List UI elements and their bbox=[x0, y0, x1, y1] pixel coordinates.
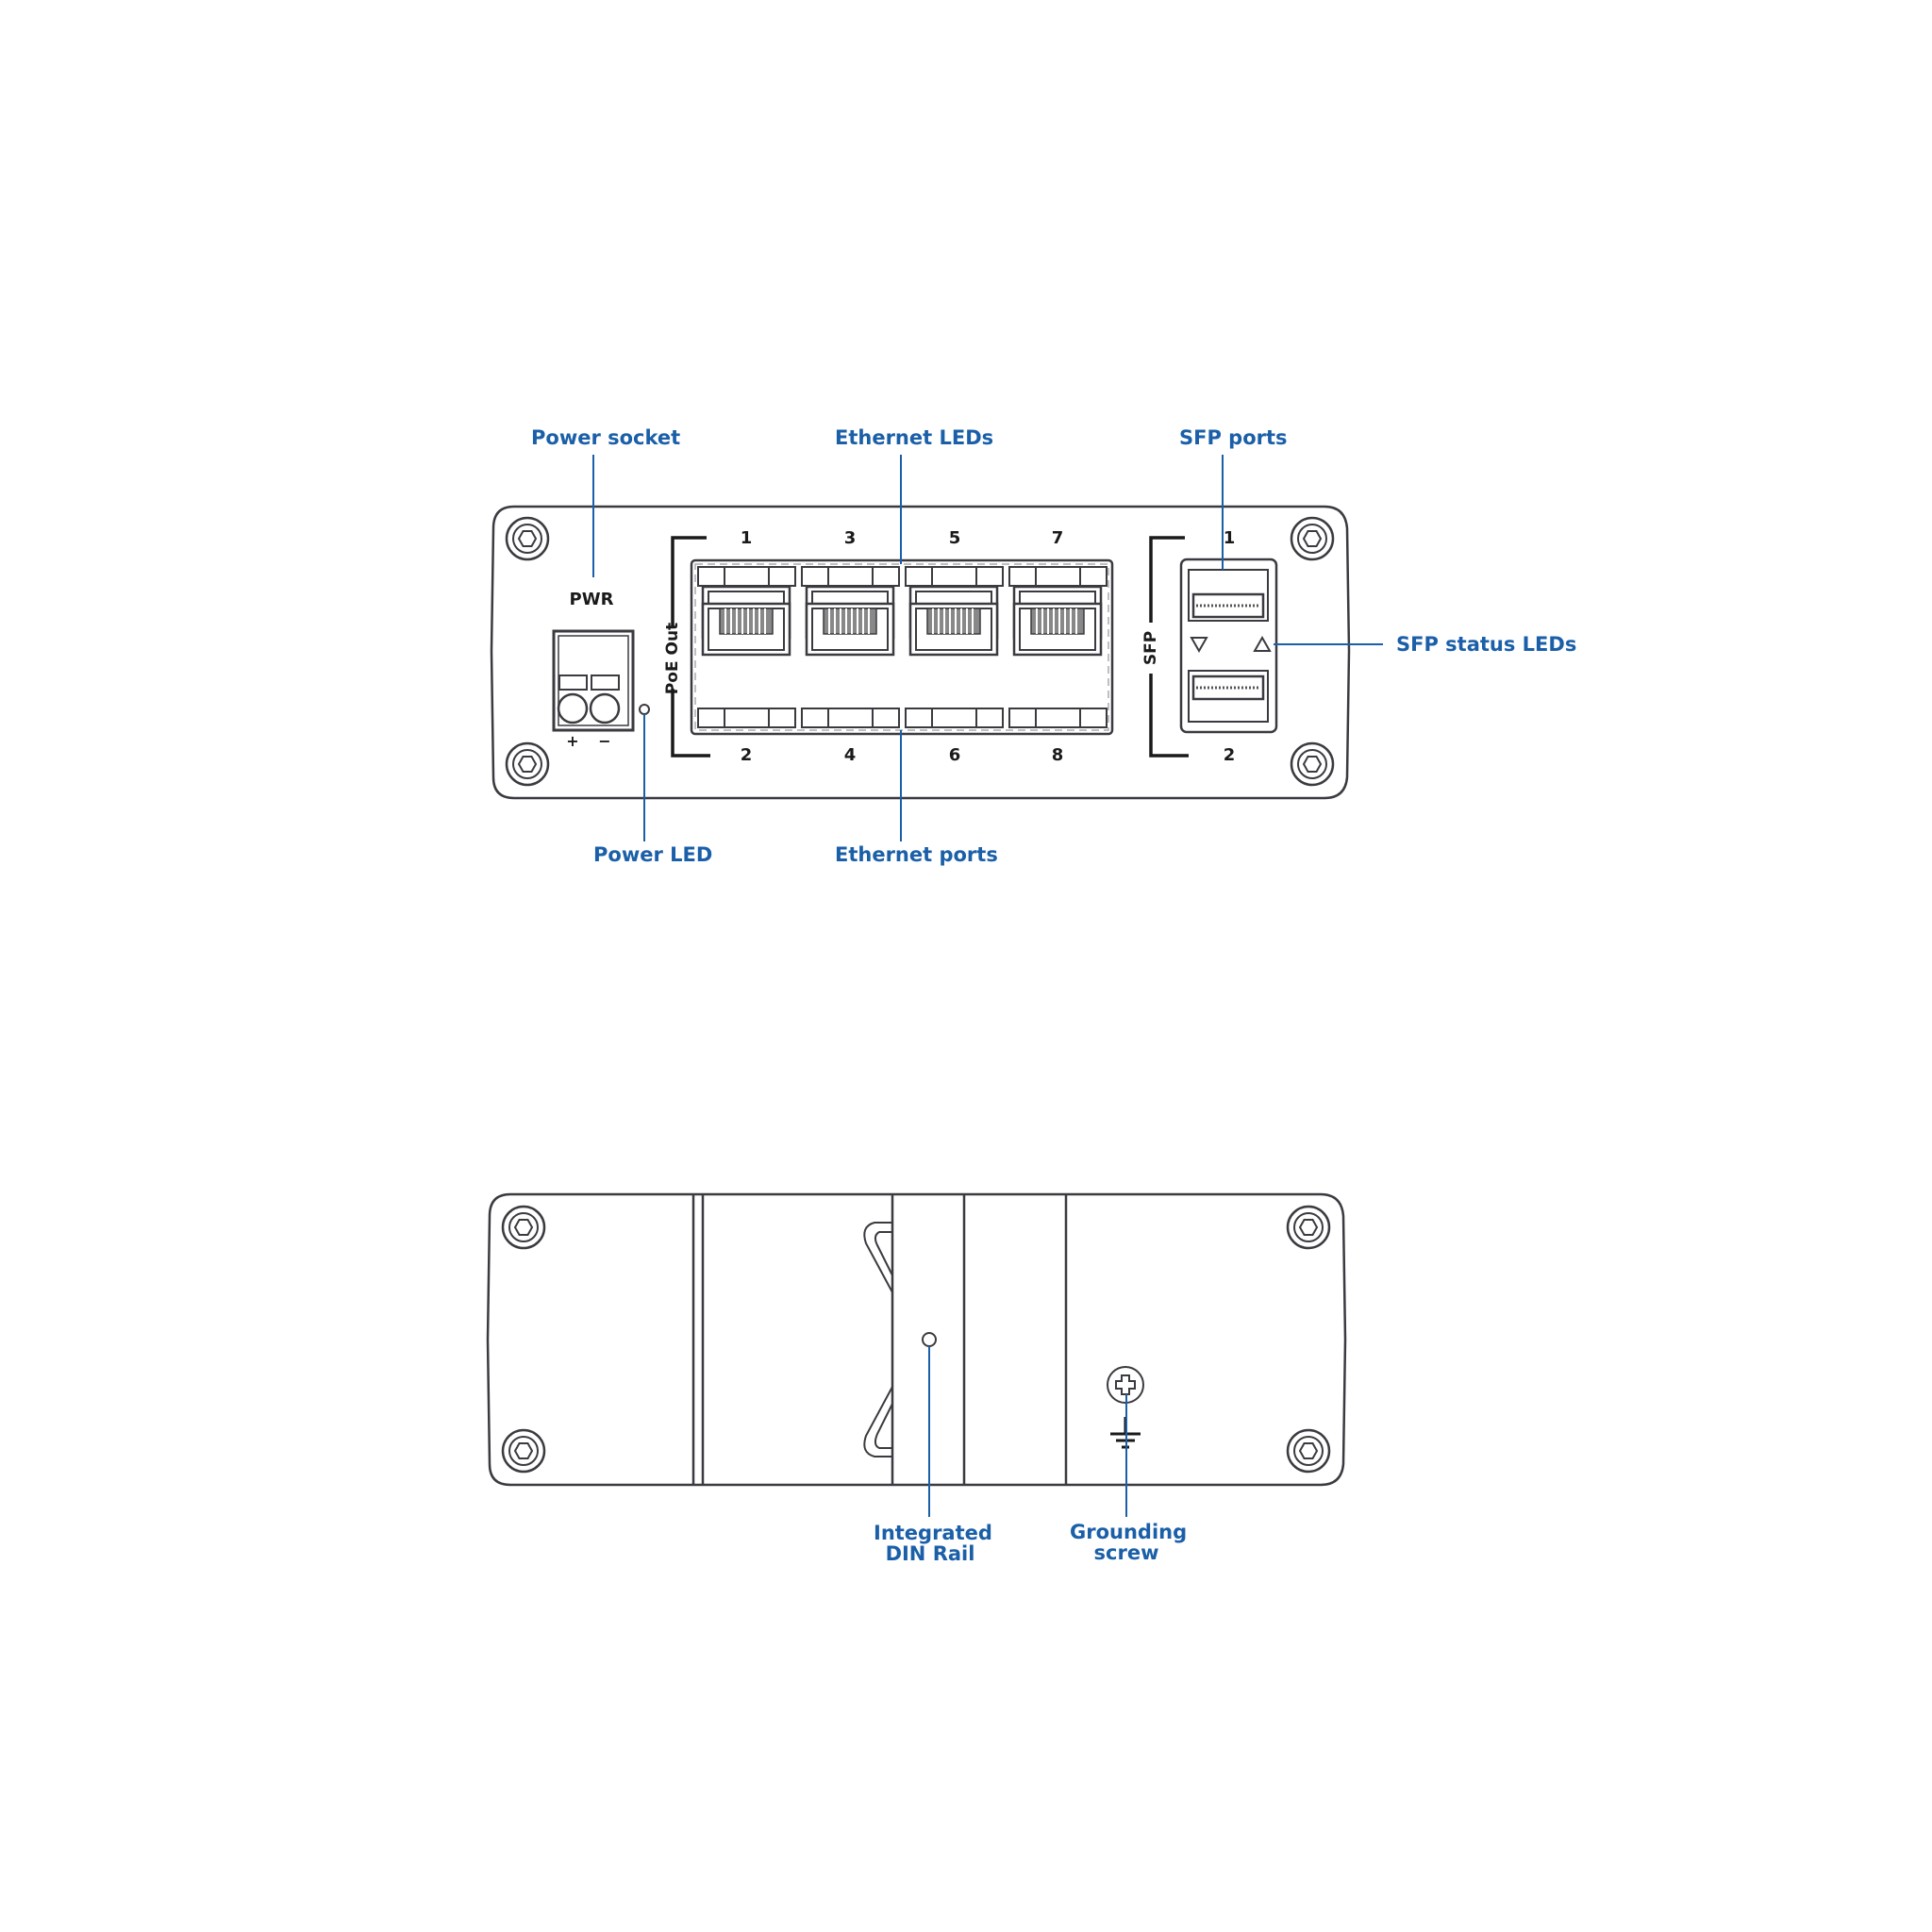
ethernet-ports bbox=[690, 558, 1114, 736]
callout-din-rail: Integrated DIN Rail bbox=[874, 1522, 992, 1565]
sfp-ports bbox=[1179, 558, 1278, 734]
eth-port-number: 7 bbox=[1051, 528, 1064, 548]
callout-grounding-line1: Grounding bbox=[1070, 1521, 1188, 1543]
eth-port-number: 8 bbox=[1051, 745, 1064, 765]
callout-grounding-line2: screw bbox=[1093, 1541, 1159, 1564]
callout-ethernet-ports: Ethernet ports bbox=[835, 843, 998, 866]
callout-ethernet-leds: Ethernet LEDs bbox=[835, 426, 994, 449]
plus-label: + bbox=[566, 732, 579, 750]
sfp-label: SFP bbox=[1141, 630, 1160, 666]
callout-sfp-status-leds: SFP status LEDs bbox=[1396, 633, 1577, 656]
callout-sfp-ports: SFP ports bbox=[1179, 426, 1288, 449]
sfp-port-number: 1 bbox=[1223, 528, 1236, 548]
sfp-led-down-icon bbox=[1190, 637, 1208, 654]
callout-power-socket: Power socket bbox=[531, 426, 681, 449]
eth-port-number: 2 bbox=[740, 745, 753, 765]
poe-out-label: PoE Out bbox=[663, 622, 682, 695]
power-socket bbox=[552, 629, 635, 732]
minus-label: − bbox=[598, 732, 611, 750]
eth-port-number: 3 bbox=[843, 528, 857, 548]
callout-din-rail-line1: Integrated bbox=[874, 1522, 992, 1544]
eth-port-number: 1 bbox=[740, 528, 753, 548]
eth-port-number: 5 bbox=[948, 528, 961, 548]
callout-din-rail-line2: DIN Rail bbox=[885, 1542, 975, 1565]
sfp-led-up-icon bbox=[1253, 635, 1272, 652]
eth-port-number: 4 bbox=[843, 745, 857, 765]
pwr-label: PWR bbox=[569, 590, 614, 609]
din-rail-hole-icon bbox=[922, 1332, 937, 1347]
front-panel bbox=[490, 455, 1383, 841]
sfp-port-number: 2 bbox=[1223, 745, 1236, 765]
callout-power-led: Power LED bbox=[593, 843, 713, 866]
bottom-panel bbox=[486, 1192, 1347, 1517]
callout-grounding-screw: Grounding screw bbox=[1070, 1521, 1188, 1564]
power-led-icon bbox=[639, 704, 650, 715]
eth-port-number: 6 bbox=[948, 745, 961, 765]
